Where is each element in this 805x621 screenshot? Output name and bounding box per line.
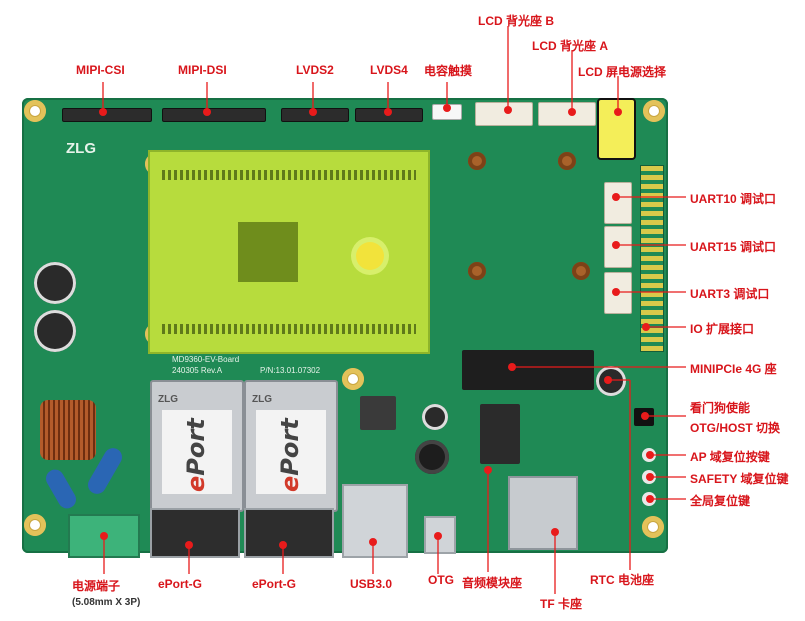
- label-audio-module: 音频模块座: [462, 576, 523, 590]
- board-model: MD9360-EV-Board: [172, 355, 240, 364]
- marker-dot: [604, 376, 612, 384]
- eport-module-1: ZLG ePort: [150, 380, 244, 512]
- copper-pad: [572, 262, 590, 280]
- label-watchdog: 看门狗使能: [690, 401, 751, 415]
- label-rtc-battery: RTC 电池座: [590, 573, 654, 587]
- uart10-connector: [604, 182, 632, 224]
- label-lcd-power-select: LCD 屏电源选择: [578, 65, 666, 79]
- label-uart3: UART3 调试口: [690, 287, 770, 301]
- marker-dot: [641, 412, 649, 420]
- label-eport-g-2: ePort-G: [252, 577, 297, 591]
- marker-dot: [612, 241, 620, 249]
- label-lvds4: LVDS4: [370, 63, 408, 77]
- marker-dot: [508, 363, 516, 371]
- eport-label: [256, 410, 326, 494]
- som-pins-top: [162, 170, 416, 180]
- marker-dot: [384, 108, 392, 116]
- label-power-terminal-note: (5.08mm X 3P): [72, 597, 141, 608]
- som-module: [148, 150, 430, 354]
- marker-dot: [309, 108, 317, 116]
- marker-dot: [99, 108, 107, 116]
- label-otg: OTG: [428, 573, 454, 587]
- copper-pad: [558, 152, 576, 170]
- eport-zlg-logo: ZLG: [158, 394, 178, 405]
- label-mipi-dsi: MIPI-DSI: [178, 63, 227, 77]
- label-eport-g-1: ePort-G: [158, 577, 203, 591]
- marker-dot: [646, 451, 654, 459]
- minipcie-slot: [462, 350, 594, 390]
- label-io-expansion: IO 扩展接口: [690, 322, 755, 336]
- marker-dot: [642, 323, 650, 331]
- electrolytic-capacitor: [34, 310, 76, 352]
- label-otg-host: OTG/HOST 切换: [690, 421, 781, 435]
- marker-dot: [100, 532, 108, 540]
- marker-dot: [279, 541, 287, 549]
- mipi-csi-connector: [62, 108, 152, 122]
- marker-dot: [203, 108, 211, 116]
- label-usb30: USB3.0: [350, 577, 393, 591]
- mount-hole: [24, 514, 46, 536]
- marker-dot: [614, 108, 622, 116]
- marker-dot: [612, 288, 620, 296]
- som-pins-bottom: [162, 324, 416, 334]
- marker-dot: [551, 528, 559, 536]
- board-part-number: P/N:13.01.07302: [260, 366, 321, 375]
- label-minipcie: MINIPCIe 4G 座: [690, 362, 777, 376]
- marker-dot: [434, 532, 442, 540]
- copper-pad: [468, 152, 486, 170]
- label-uart15: UART15 调试口: [690, 240, 777, 254]
- boot-dip-switch: [360, 396, 396, 430]
- label-global-reset: 全局复位键: [690, 494, 751, 508]
- io-expansion-header: [640, 165, 664, 352]
- label-lcd-backlight-a: LCD 背光座 A: [532, 39, 608, 53]
- copper-pad: [468, 262, 486, 280]
- marker-dot: [185, 541, 193, 549]
- electrolytic-capacitor: [422, 404, 448, 430]
- electrolytic-capacitor: [34, 262, 76, 304]
- lcd-backlight-a-connector: [538, 102, 596, 126]
- label-power-terminal: 电源端子: [72, 579, 121, 593]
- som-fiducial: [356, 242, 384, 270]
- marker-dot: [612, 193, 620, 201]
- marker-dot: [646, 495, 654, 503]
- board-logo: ZLG: [66, 140, 96, 157]
- mipi-dsi-connector: [162, 108, 266, 122]
- marker-dot: [646, 473, 654, 481]
- marker-dot: [443, 104, 451, 112]
- usb3-port: [342, 484, 408, 558]
- rj45-port-1: [150, 508, 240, 558]
- mount-hole: [642, 516, 664, 538]
- label-lvds2: LVDS2: [296, 63, 334, 77]
- rj45-port-2: [244, 508, 334, 558]
- marker-dot: [369, 538, 377, 546]
- label-lcd-backlight-b: LCD 背光座 B: [478, 14, 554, 28]
- mount-hole: [643, 100, 665, 122]
- lcd-backlight-b-connector: [475, 102, 533, 126]
- label-touch: 电容触摸: [424, 64, 473, 78]
- marker-dot: [484, 466, 492, 474]
- audio-module-socket: [480, 404, 520, 464]
- eport-label: [162, 410, 232, 494]
- uart15-connector: [604, 226, 632, 268]
- label-safety-reset: SAFETY 域复位键: [690, 472, 789, 486]
- marker-dot: [504, 106, 512, 114]
- eport-brand: ePort: [182, 418, 210, 492]
- tf-card-slot: [508, 476, 578, 550]
- board-revision: 240305 Rev.A: [172, 366, 223, 375]
- eport-brand: ePort: [276, 418, 304, 492]
- marker-dot: [568, 108, 576, 116]
- inductor-coil: [40, 400, 96, 460]
- som-chip: [238, 222, 298, 282]
- mount-hole: [342, 368, 364, 390]
- label-ap-reset: AP 域复位按键: [690, 450, 770, 464]
- label-uart10: UART10 调试口: [690, 192, 777, 206]
- label-mipi-csi: MIPI-CSI: [76, 63, 125, 77]
- eport-zlg-logo: ZLG: [252, 394, 272, 405]
- buzzer: [415, 440, 449, 474]
- mount-hole: [24, 100, 46, 122]
- label-tf-slot: TF 卡座: [540, 597, 582, 611]
- eport-module-2: ZLG ePort: [244, 380, 338, 512]
